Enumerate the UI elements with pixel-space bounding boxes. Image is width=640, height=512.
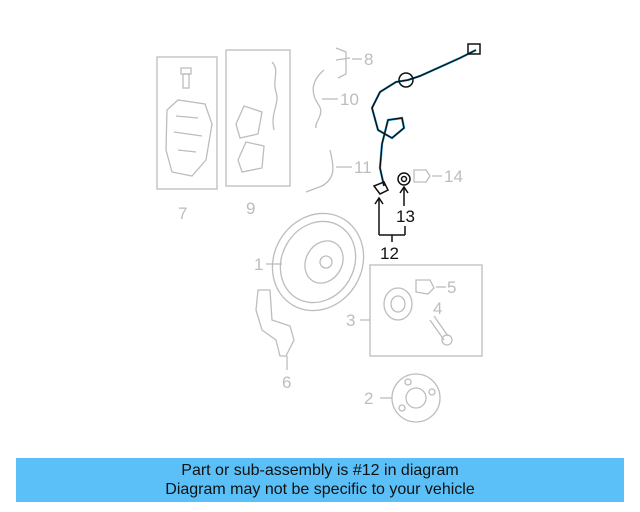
callout-6: 6 bbox=[282, 373, 291, 392]
wheel-hub-part-2 bbox=[380, 373, 441, 423]
grommet-part-13 bbox=[397, 172, 411, 206]
brake-pad-lower bbox=[237, 141, 265, 173]
bearing-box bbox=[369, 264, 483, 357]
brake-pad-upper bbox=[235, 105, 263, 139]
pads-box bbox=[225, 49, 291, 187]
sensor-head-icon bbox=[372, 181, 390, 195]
sensor-harness-icon bbox=[370, 48, 477, 187]
callout-12: 12 bbox=[380, 244, 399, 263]
hub-center bbox=[405, 387, 427, 409]
sensor-connector-icon bbox=[467, 43, 481, 55]
hub-stud-3 bbox=[398, 404, 406, 412]
bolt-head bbox=[441, 334, 453, 346]
caliper-group bbox=[156, 56, 218, 190]
callout-7: 7 bbox=[178, 204, 187, 223]
sensor-harness-outline bbox=[371, 49, 477, 187]
clip-part-8 bbox=[335, 47, 362, 79]
pad-wear-sensor bbox=[271, 61, 278, 131]
brake-line-10-icon bbox=[312, 69, 325, 129]
splash-shield-part-6 bbox=[255, 289, 295, 370]
wheel-speed-sensor-part-12 bbox=[370, 43, 481, 195]
hub-bearing-group bbox=[360, 264, 483, 357]
info-banner: Part or sub-assembly is #12 in diagram D… bbox=[16, 458, 624, 502]
bearing-inner bbox=[390, 295, 406, 313]
bolt-part-4 bbox=[429, 315, 449, 341]
rotor-outer bbox=[271, 212, 365, 312]
plug-part-14 bbox=[413, 169, 442, 183]
hub-stud-2 bbox=[428, 388, 436, 396]
callout-1: 1 bbox=[254, 255, 263, 274]
brake-rotor-part-1 bbox=[266, 212, 365, 312]
plug-14-icon bbox=[413, 169, 431, 183]
callout-14: 14 bbox=[444, 167, 463, 186]
shield-icon bbox=[255, 289, 295, 357]
rotor-hub bbox=[304, 240, 344, 284]
callout-3: 3 bbox=[346, 311, 355, 330]
bracket-12 bbox=[374, 196, 406, 242]
clip-icon bbox=[335, 47, 351, 79]
callout-4: 4 bbox=[433, 299, 442, 318]
brake-line-part-10 bbox=[312, 69, 338, 129]
parts-diagram: 7 9 8 10 11 14 13 12 1 5 4 3 6 2 bbox=[156, 43, 483, 423]
brake-hose-11-icon bbox=[305, 149, 334, 193]
callout-10: 10 bbox=[340, 90, 359, 109]
hub-flange bbox=[391, 373, 441, 423]
caliper-bleeder-stem bbox=[182, 73, 190, 89]
callout-9: 9 bbox=[246, 199, 255, 218]
caliper-bleeder bbox=[180, 67, 192, 75]
callout-13: 13 bbox=[396, 207, 415, 226]
callout-2: 2 bbox=[364, 389, 373, 408]
harness-grommet-icon bbox=[398, 72, 414, 88]
caliper-box bbox=[156, 56, 218, 190]
brake-hose-part-11 bbox=[305, 149, 352, 193]
banner-line-1: Part or sub-assembly is #12 in diagram bbox=[181, 462, 459, 479]
hub-stud-1 bbox=[404, 378, 412, 386]
bearing-outer bbox=[383, 287, 413, 321]
grommet-13-icon bbox=[397, 172, 411, 186]
bracket-arrow bbox=[374, 196, 384, 205]
banner-line-2: Diagram may not be specific to your vehi… bbox=[165, 481, 475, 498]
caliper-body bbox=[165, 99, 213, 177]
nut-part-5 bbox=[415, 279, 435, 295]
caliper-details bbox=[173, 115, 203, 153]
callout-8: 8 bbox=[364, 50, 373, 69]
callout-11: 11 bbox=[354, 158, 372, 177]
rotor-inner bbox=[279, 220, 357, 304]
leader-13-arrow bbox=[399, 185, 409, 194]
rotor-center bbox=[319, 255, 333, 269]
grommet-13-hole bbox=[400, 175, 408, 183]
callout-5: 5 bbox=[447, 278, 456, 297]
brake-pads-group bbox=[225, 49, 291, 187]
